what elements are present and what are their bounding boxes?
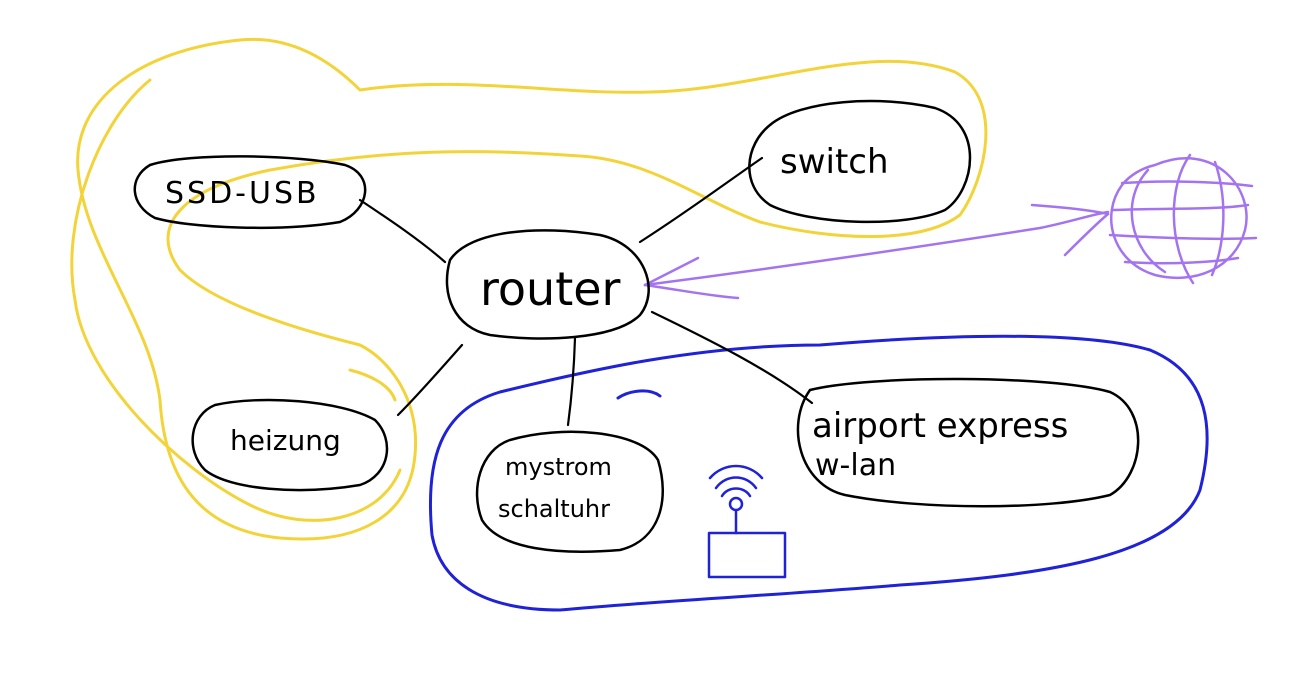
mystrom-outline [475, 430, 664, 553]
router-outline [445, 229, 650, 340]
wifi-access-point-icon [707, 464, 787, 579]
node-mystrom-schaltuhr: mystrom schaltuhr [475, 430, 664, 553]
ssd-usb-label: SSD-USB [165, 176, 320, 211]
mystrom-label-line1: mystrom [505, 453, 612, 481]
airport-label-line2: w-lan [815, 448, 896, 483]
globe-icon [1108, 153, 1258, 285]
heizung-label: heizung [230, 424, 341, 457]
link-router-switch [638, 156, 764, 244]
switch-outline [748, 99, 972, 224]
node-heizung: heizung [191, 398, 389, 492]
connections [358, 156, 814, 427]
switch-label: switch [780, 142, 889, 182]
wireless-group-outline [428, 334, 1209, 612]
ssd-usb-outline [133, 155, 367, 230]
node-airport-express: airport express w-lan [796, 377, 1140, 508]
node-router: router [445, 229, 650, 340]
link-router-ssd [358, 198, 447, 264]
wired-group-outline [70, 37, 988, 541]
internet-link [643, 203, 1110, 300]
node-switch: switch [748, 99, 972, 224]
airport-outline [796, 377, 1140, 508]
node-ssd-usb: SSD-USB [133, 155, 367, 230]
mystrom-label-line2: schaltuhr [498, 495, 610, 523]
airport-label-line1: airport express [812, 406, 1068, 446]
link-router-heizung [396, 343, 464, 417]
link-router-airport [650, 310, 814, 405]
router-label: router [480, 262, 621, 316]
link-router-mystrom [566, 336, 577, 427]
heizung-outline [191, 398, 389, 492]
